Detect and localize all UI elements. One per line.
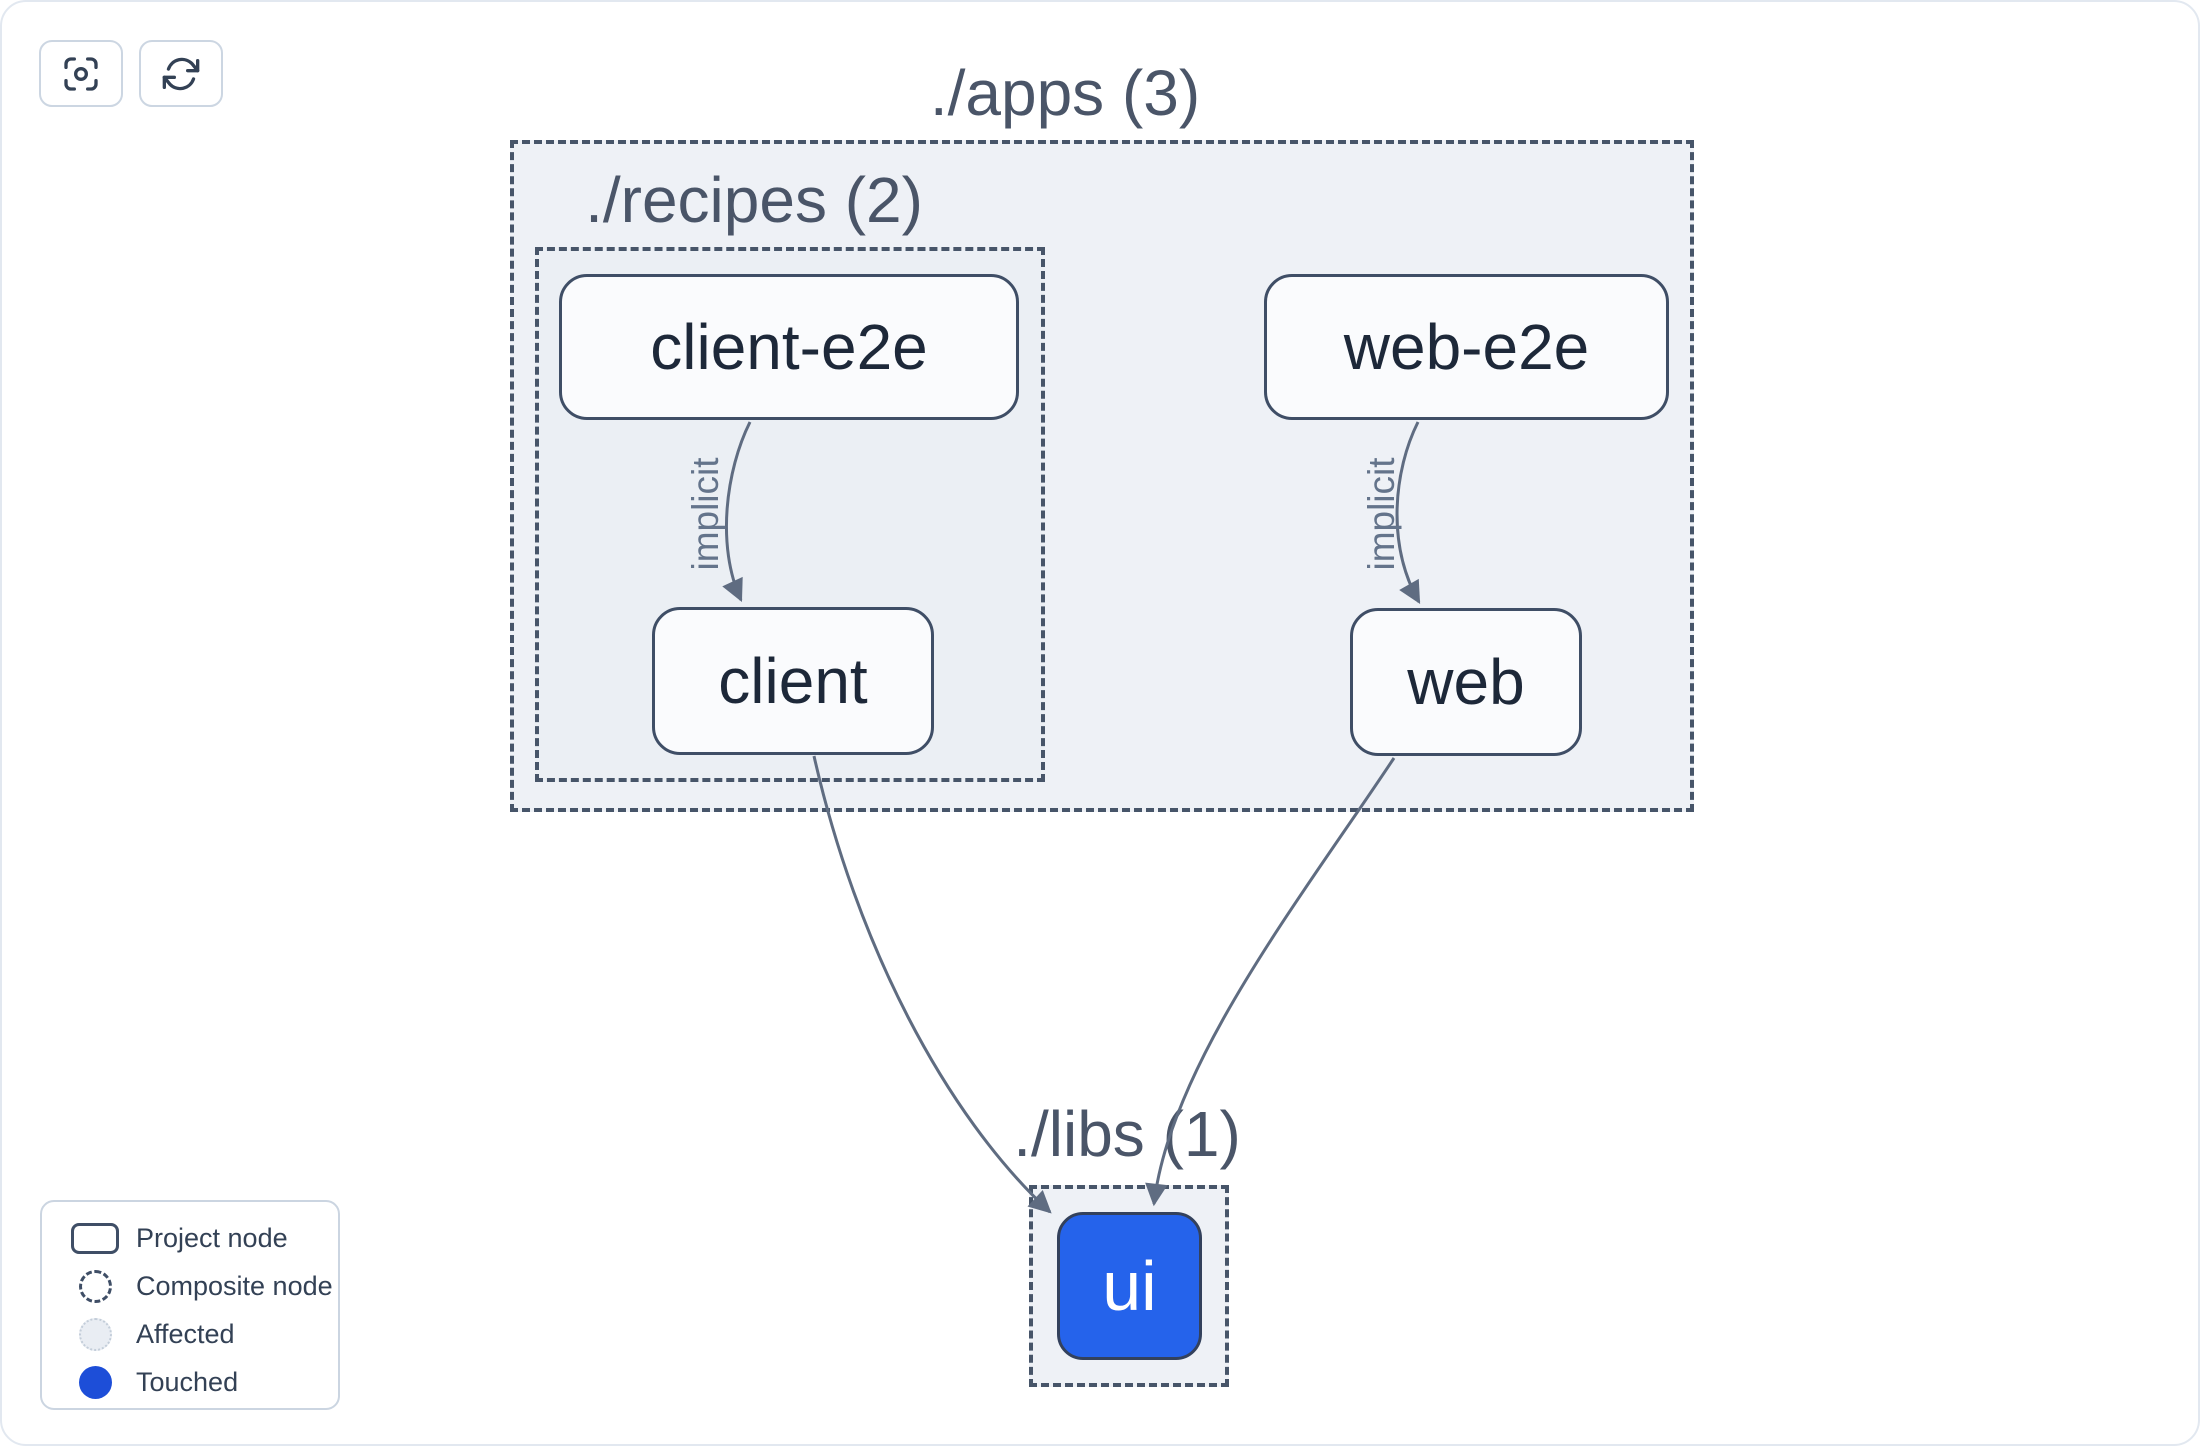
legend-label: Project node	[136, 1222, 288, 1253]
composite-node-swatch-icon	[78, 1269, 112, 1303]
legend-item-touched: Touched	[62, 1358, 338, 1406]
refresh-icon	[162, 57, 200, 90]
legend-item-project-node: Project node	[62, 1214, 338, 1262]
legend-label: Touched	[136, 1366, 239, 1397]
affected-swatch-icon	[78, 1317, 112, 1351]
project-node-web[interactable]: web	[1350, 608, 1582, 756]
project-node-ui-touched[interactable]: ui	[1057, 1212, 1202, 1360]
edge-web-e2e-to-web[interactable]	[1395, 421, 1421, 604]
project-node-client-e2e[interactable]: client-e2e	[559, 274, 1019, 420]
legend-panel: Project node Composite node Affected Tou…	[40, 1200, 340, 1410]
project-node-client[interactable]: client	[652, 607, 934, 755]
legend-item-affected: Affected	[62, 1310, 338, 1358]
edge-client-e2e-to-client[interactable]	[722, 421, 752, 603]
touched-swatch-wrap	[62, 1365, 128, 1399]
affected-swatch-wrap	[62, 1317, 128, 1351]
edge-web-to-ui[interactable]	[1145, 757, 1396, 1207]
center-graph-button[interactable]	[39, 40, 123, 107]
legend-label: Affected	[136, 1318, 235, 1349]
project-node-swatch-icon	[71, 1222, 119, 1254]
project-node-web-e2e[interactable]: web-e2e	[1264, 274, 1669, 420]
composite-label-libs: ./libs (1)	[1013, 1098, 1241, 1170]
refresh-graph-button[interactable]	[139, 40, 223, 107]
legend-label: Composite node	[136, 1270, 333, 1301]
edge-client-to-ui[interactable]	[812, 755, 1052, 1214]
touched-swatch-icon	[78, 1365, 112, 1399]
project-node-swatch-wrap	[62, 1222, 128, 1254]
focus-icon	[64, 56, 98, 91]
composite-node-swatch-wrap	[62, 1269, 128, 1303]
legend-item-composite-node: Composite node	[62, 1262, 338, 1310]
composite-label-apps: ./apps (3)	[929, 57, 1201, 129]
